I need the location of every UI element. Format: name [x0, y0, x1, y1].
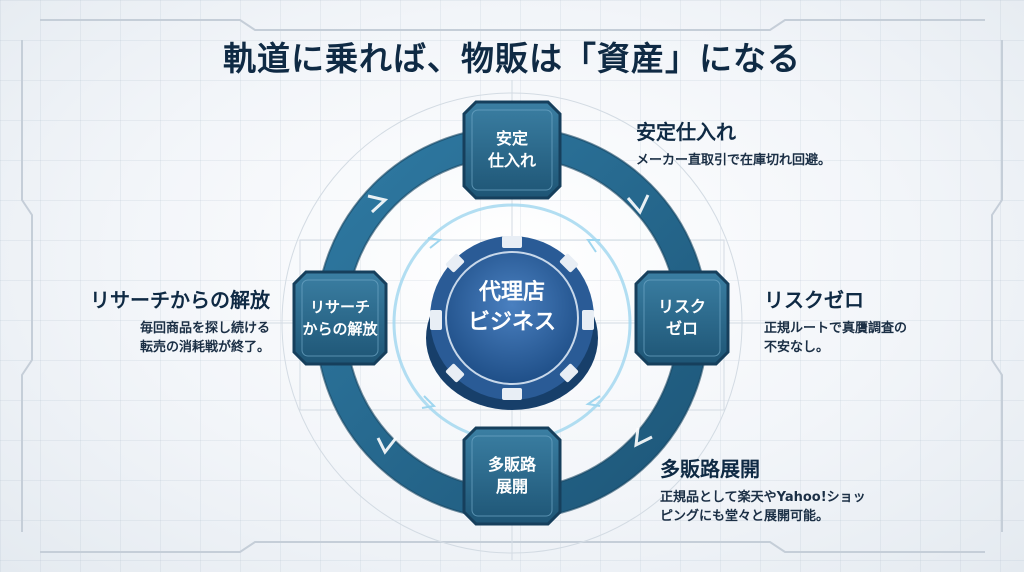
callout-research-freedom-title: リサーチからの解放	[90, 288, 270, 312]
callout-research-freedom: リサーチからの解放 毎回商品を探し続ける 転売の消耗戦が終了。	[90, 284, 270, 357]
node-multi-channel: 多販路 展開	[464, 428, 560, 524]
callout-research-freedom-desc-line1: 毎回商品を探し続ける	[139, 321, 270, 336]
callout-risk-zero-desc-line1: 正規ルートで真贋調査の	[764, 321, 908, 336]
callout-research-freedom-desc-line2: 転売の消耗戦が終了。	[139, 340, 270, 355]
callout-risk-zero-desc: 正規ルートで真贋調査の 不安なし。	[764, 319, 907, 357]
node-stable-supply-line2: 仕入れ	[487, 151, 536, 170]
callout-risk-zero-desc-line2: 不安なし。	[764, 340, 830, 355]
node-research-freedom-line1: リサーチ	[309, 298, 370, 316]
hub-label-line2: ビジネス	[467, 310, 556, 335]
page-title: 軌道に乗れば、物販は「資産」になる	[223, 39, 801, 78]
node-shapes	[292, 100, 730, 526]
node-risk-zero-line1: リスク	[657, 297, 706, 316]
callout-research-freedom-desc: 毎回商品を探し続ける 転売の消耗戦が終了。	[90, 319, 270, 357]
hub-label-line1: 代理店	[478, 280, 545, 305]
node-risk-zero-line2: ゼロ	[665, 319, 698, 338]
callout-stable-supply-title: 安定仕入れ	[636, 120, 736, 144]
callout-multi-channel-desc: 正規品として楽天やYahoo!ショッ ピングにも堂々と展開可能。	[660, 488, 866, 526]
callout-stable-supply-desc: メーカー直取引で在庫切れ回避。	[636, 151, 831, 170]
node-multi-channel-line2: 展開	[495, 477, 528, 496]
node-risk-zero: リスク ゼロ	[634, 270, 730, 366]
node-stable-supply-line1: 安定	[495, 129, 528, 148]
hub-label: 代理店 ビジネス	[447, 278, 577, 338]
callout-multi-channel: 多販路展開 正規品として楽天やYahoo!ショッ ピングにも堂々と展開可能。	[660, 453, 866, 526]
callout-multi-channel-desc-line2: ピングにも堂々と展開可能。	[660, 509, 830, 524]
hub-disc	[426, 236, 598, 410]
callout-multi-channel-title: 多販路展開	[660, 457, 760, 481]
callout-multi-channel-desc-line1: 正規品として楽天やYahoo!ショッ	[660, 490, 866, 505]
callout-risk-zero-title: リスクゼロ	[764, 288, 864, 312]
node-stable-supply: 安定 仕入れ	[464, 102, 560, 198]
node-research-freedom: リサーチ からの解放	[292, 270, 388, 366]
callout-stable-supply: 安定仕入れ メーカー直取引で在庫切れ回避。	[636, 116, 831, 170]
callout-risk-zero: リスクゼロ 正規ルートで真贋調査の 不安なし。	[764, 284, 907, 357]
callout-stable-supply-desc-line1: メーカー直取引で在庫切れ回避。	[636, 153, 832, 168]
node-multi-channel-line1: 多販路	[487, 455, 536, 474]
node-research-freedom-line2: からの解放	[302, 320, 378, 338]
